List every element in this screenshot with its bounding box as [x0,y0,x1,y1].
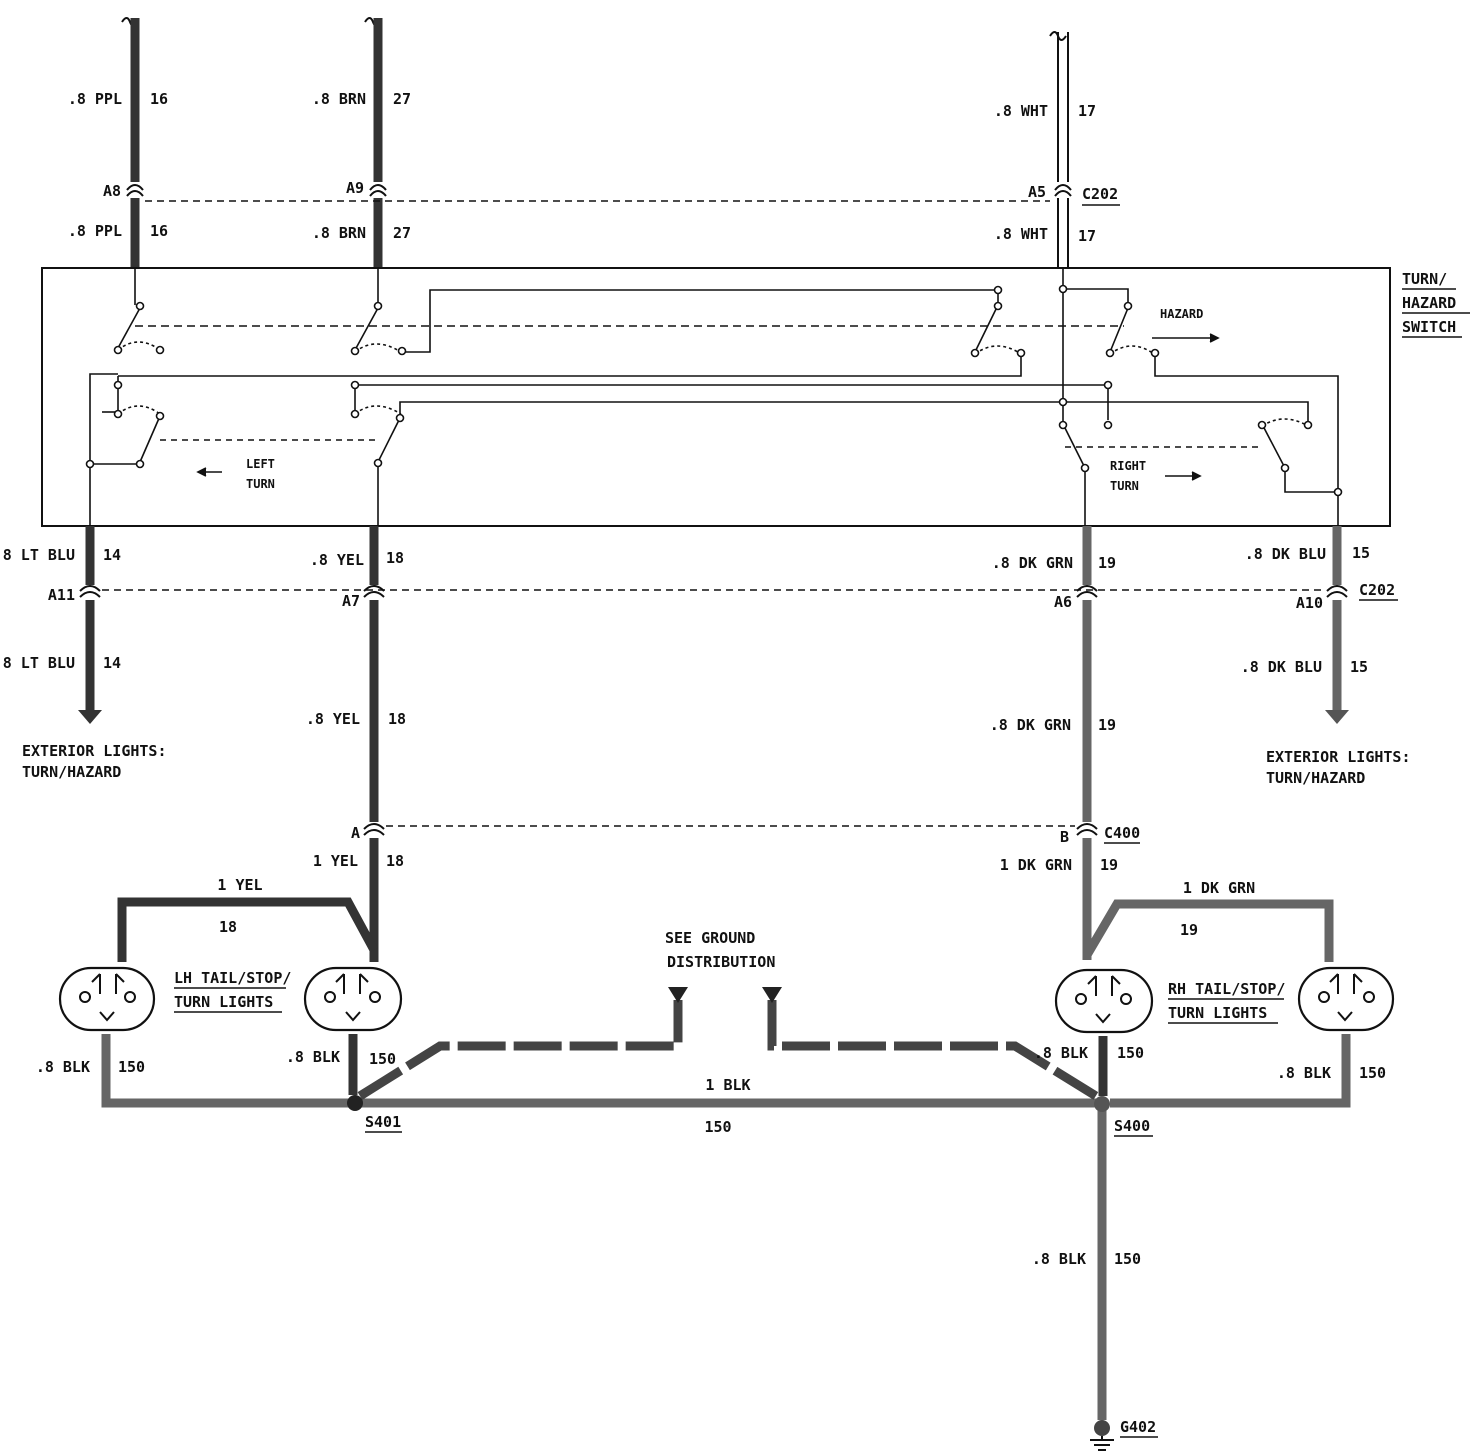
switch-title: TURN/ [1402,270,1447,288]
wire-gauge: .8 DK BLU [1245,545,1326,563]
wire-gauge: .8 LT BLU [0,546,75,564]
output-wire-lt-blu [78,526,102,724]
right-turn-label: TURN [1110,479,1139,493]
lh-lights-label: LH TAIL/STOP/ [174,969,291,987]
wire-circuit: 150 [369,1050,396,1068]
jumper-gauge: 1 YEL [217,876,262,894]
ground-note: SEE GROUND [665,929,755,947]
wire-circuit: 16 [150,222,168,240]
switch-contacts [85,284,1343,497]
wire-circuit: 16 [150,90,168,108]
wire-gauge: .8 YEL [310,551,364,569]
output-wire-dk-blu [1325,526,1349,724]
wire-circuit: 150 [1359,1064,1386,1082]
ground-note: DISTRIBUTION [667,953,775,971]
connector-pin: A11 [48,586,75,604]
wire-gauge: .8 DK GRN [990,716,1071,734]
jumper-gauge: 1 DK GRN [1183,879,1255,897]
wire-circuit: 150 [118,1058,145,1076]
right-turn-label: RIGHT [1110,459,1146,473]
wire-circuit: 19 [1100,856,1118,874]
wire-gauge: .8 PPL [68,222,122,240]
left-turn-label: LEFT [246,457,275,471]
wire-circuit: 17 [1078,227,1096,245]
wire-circuit: 15 [1352,544,1370,562]
wire-gauge: .8 BRN [312,224,366,242]
wire-gauge: .8 PPL [68,90,122,108]
wire-circuit: 18 [388,710,406,728]
wire-circuit: 14 [103,546,121,564]
wire-circuit: 18 [386,549,404,567]
wire-gauge: .8 BLK [36,1058,90,1076]
output-wire-dk-grn [1076,526,1098,960]
rh-lights-label: RH TAIL/STOP/ [1168,980,1285,998]
wire-gauge: .8 BLK [1034,1044,1088,1062]
exterior-lights-right: TURN/HAZARD [1266,769,1365,787]
lamp-rh-outer [1297,966,1395,1032]
connector-pin: A9 [346,179,364,197]
wire-circuit: 150 [1117,1044,1144,1062]
jumper-circuit: 18 [219,918,237,936]
lamp-lh-inner [303,966,403,1032]
switch-title: HAZARD [1402,294,1456,312]
splice-s401: S401 [365,1113,401,1131]
wire-gauge: 1 YEL [313,852,358,870]
wire-gauge: 1 DK GRN [1000,856,1072,874]
wire-circuit: 150 [704,1118,731,1136]
ground-g402: G402 [1120,1418,1156,1436]
wire-gauge: .8 BLK [1032,1250,1086,1268]
top-wire-brn [364,17,387,268]
wire-gauge: .8 WHT [994,102,1048,120]
connector-pin: A5 [1028,183,1046,201]
connector-pin: A7 [342,592,360,610]
lamp-lh-outer [58,966,156,1032]
jumper-circuit: 19 [1180,921,1198,939]
left-jumper-wire [117,897,378,962]
hazard-label: HAZARD [1160,307,1203,321]
wire-gauge: 1 BLK [705,1076,750,1094]
connector-id: C202 [1082,185,1118,203]
lamp-rh-inner [1054,968,1154,1034]
wire-gauge: .8 LT BLU [0,654,75,672]
wire-circuit: 17 [1078,102,1096,120]
connector-pin: A6 [1054,593,1072,611]
wire-circuit: 18 [386,852,404,870]
switch-title: SWITCH [1402,318,1456,336]
connector-pin: A8 [103,182,121,200]
top-wire-wht [1049,31,1072,268]
wire-gauge: .8 DK BLU [1241,658,1322,676]
connector-pin: A10 [1296,594,1323,612]
output-wire-yel [363,526,385,962]
connector-id: C202 [1359,581,1395,599]
wire-circuit: 14 [103,654,121,672]
rh-lights-label: TURN LIGHTS [1168,1004,1267,1022]
wire-circuit: 19 [1098,716,1116,734]
wire-gauge: .8 WHT [994,225,1048,243]
connector-pin: B [1060,828,1069,846]
wire-gauge: .8 BRN [312,90,366,108]
exterior-lights-left: TURN/HAZARD [22,763,121,781]
wire-gauge: .8 DK GRN [992,554,1073,572]
switch-internals [89,268,1339,526]
wire-gauge: .8 BLK [1277,1064,1331,1082]
right-jumper-wire [1083,899,1334,962]
wire-gauge: .8 YEL [306,710,360,728]
top-wire-ppl [121,17,144,268]
exterior-lights-left: EXTERIOR LIGHTS: [22,742,167,760]
wire-circuit: 27 [393,224,411,242]
wire-circuit: 15 [1350,658,1368,676]
wire-circuit: 27 [393,90,411,108]
ground-wires [101,987,1351,1451]
left-turn-label: TURN [246,477,275,491]
connector-pin: A [351,824,360,842]
lh-lights-label: TURN LIGHTS [174,993,273,1011]
wire-circuit: 19 [1098,554,1116,572]
exterior-lights-right: EXTERIOR LIGHTS: [1266,748,1411,766]
connector-id: C400 [1104,824,1140,842]
wire-circuit: 150 [1114,1250,1141,1268]
wire-gauge: .8 BLK [286,1048,340,1066]
splice-s400: S400 [1114,1117,1150,1135]
turn-hazard-switch-box [41,267,1391,527]
